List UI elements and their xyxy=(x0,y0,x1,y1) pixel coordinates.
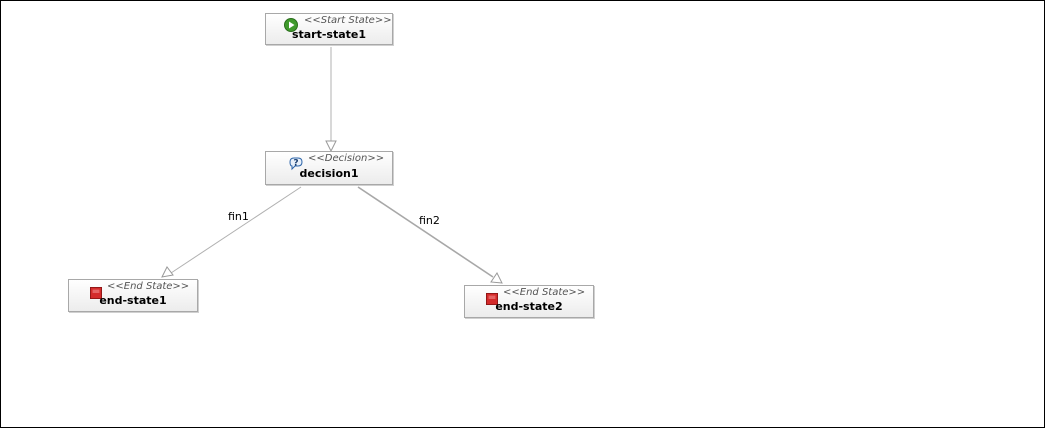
node-stereotype: <<Start State>> xyxy=(304,15,392,26)
start-state-node[interactable]: <<Start State>> start-state1 xyxy=(265,13,393,45)
arrowhead-icon xyxy=(490,272,503,284)
node-name: decision1 xyxy=(299,167,359,180)
node-stereotype: <<End State>> xyxy=(107,281,190,292)
end-state1-node[interactable]: <<End State>> end-state1 xyxy=(68,279,198,312)
node-name: end-state1 xyxy=(99,294,167,307)
transition-fin1[interactable] xyxy=(161,186,302,278)
node-name: end-state2 xyxy=(495,300,563,313)
transition-label-fin1: fin1 xyxy=(228,210,249,223)
end-state2-node[interactable]: <<End State>> end-state2 xyxy=(464,285,594,318)
stop-icon xyxy=(486,293,498,305)
node-stereotype: <<End State>> xyxy=(503,287,586,298)
transition-fin2[interactable] xyxy=(357,186,503,284)
play-icon xyxy=(284,18,298,32)
stop-icon xyxy=(90,287,102,299)
decision-node[interactable]: ? <<Decision>> decision1 xyxy=(265,151,393,185)
transition-start-decision[interactable] xyxy=(325,47,337,153)
question-icon: ? xyxy=(289,157,303,171)
svg-text:?: ? xyxy=(293,159,298,169)
arrowhead-icon xyxy=(161,266,174,278)
node-stereotype: <<Decision>> xyxy=(308,153,385,164)
arrowhead-icon xyxy=(325,140,337,153)
transition-label-fin2: fin2 xyxy=(419,214,440,227)
node-name: start-state1 xyxy=(291,28,367,41)
